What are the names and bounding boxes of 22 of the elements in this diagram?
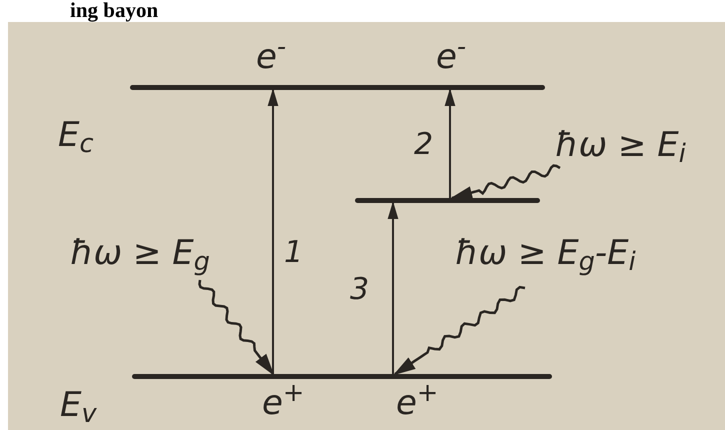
energy-level-line [130, 85, 545, 90]
transition-number: 3 [350, 275, 370, 305]
energy-level-line [132, 374, 552, 379]
photon-energy-label: ħω ≥ E$_{i}$ [555, 128, 720, 168]
energy-level-name: E$_{c}$ [58, 118, 94, 152]
transition-number: 1 [284, 238, 304, 268]
transition-arrow [444, 88, 456, 198]
wavy-photon-arrow [198, 280, 274, 376]
carrier-label: e$^{-}$ [256, 40, 286, 74]
transition-arrow [388, 201, 398, 374]
wavy-photon-arrow [450, 164, 561, 200]
carrier-label: e$^{-}$ [436, 40, 466, 74]
photon-energy-label: ħω ≥ E$_{g}$ [70, 236, 240, 280]
energy-level-name: E$_{v}$ [60, 388, 97, 422]
transition-number: 2 [414, 130, 434, 160]
transition-arrow [268, 88, 278, 374]
wavy-photon-arrow [393, 286, 526, 376]
carrier-label: e$^{+}$ [262, 386, 304, 420]
energy-level-line [355, 198, 540, 203]
heading-text: ing bayon [70, 0, 158, 21]
carrier-label: e$^{+}$ [396, 386, 438, 420]
photon-energy-label: ħω ≥ E$_{g}$-E$_{i}$ [455, 236, 717, 288]
